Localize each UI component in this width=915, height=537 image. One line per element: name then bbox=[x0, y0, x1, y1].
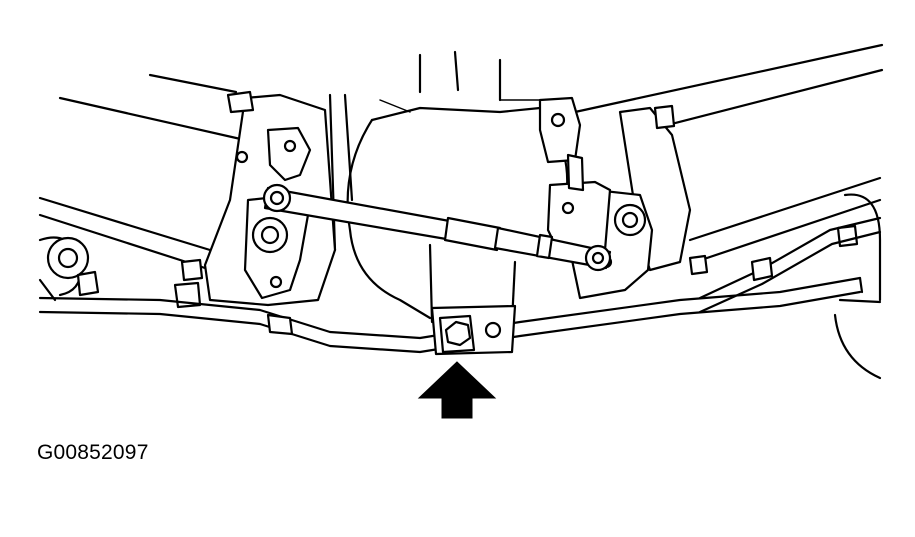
mount-bolt bbox=[430, 304, 517, 356]
right-housing bbox=[833, 193, 882, 380]
torque-rod bbox=[262, 183, 612, 272]
cooler-lines bbox=[38, 216, 882, 354]
right-mount-bracket bbox=[538, 96, 859, 300]
transmission-case bbox=[328, 50, 569, 324]
chassis-frame-lines bbox=[38, 43, 884, 304]
up-arrow-icon bbox=[417, 361, 497, 419]
figure-id-label: G00852097 bbox=[37, 441, 149, 464]
left-shaft-assembly bbox=[38, 236, 100, 302]
